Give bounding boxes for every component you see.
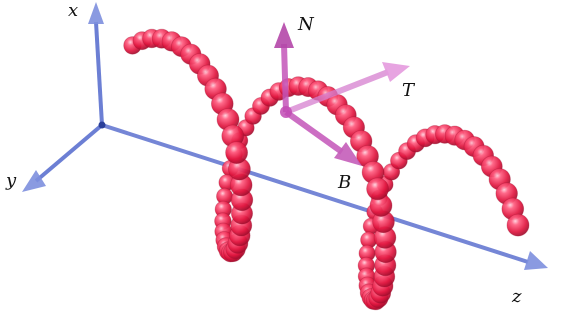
- x-axis-label: x: [68, 0, 78, 21]
- tangent-arrow: [284, 62, 410, 115]
- x-axis: [88, 2, 104, 126]
- origin-point: [98, 121, 106, 129]
- labels: x y z N T B: [5, 0, 522, 307]
- y-axis: [22, 123, 104, 192]
- binormal-arrow: [284, 109, 362, 166]
- normal-label: N: [297, 14, 315, 35]
- frame-origin: [280, 106, 292, 118]
- helix-bead: [225, 141, 249, 165]
- z-axis-label: z: [511, 286, 522, 307]
- helix-curve: [123, 28, 530, 311]
- frenet-frame: [274, 22, 410, 166]
- tangent-label: T: [402, 80, 416, 101]
- axes: [22, 2, 548, 270]
- normal-arrow: [274, 22, 294, 113]
- helix-bead: [506, 213, 530, 237]
- z-axis: [101, 123, 548, 270]
- helix-bead: [366, 177, 390, 201]
- binormal-label: B: [337, 172, 351, 193]
- y-axis-label: y: [5, 170, 17, 191]
